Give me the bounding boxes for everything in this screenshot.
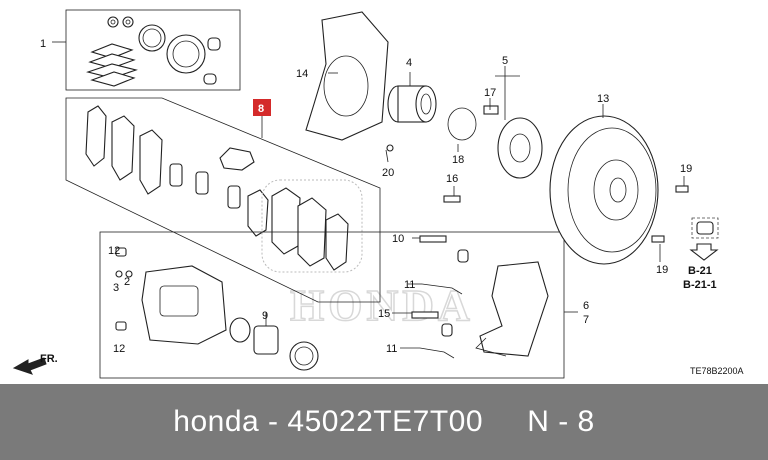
callout-8-highlight: 8 <box>253 99 271 116</box>
honda-watermark: HONDA <box>290 281 474 330</box>
callout-11-upper: 11 <box>404 279 415 291</box>
parts-diagram: HONDA <box>12 9 744 379</box>
callout-12-upper: 12 <box>108 245 120 257</box>
drawing-code: TE78B2200A <box>690 366 744 376</box>
callout-20: 20 <box>382 167 394 179</box>
callout-7: 7 <box>583 314 589 326</box>
callout-1: 1 <box>40 38 46 50</box>
front-direction-arrow-icon <box>12 357 47 375</box>
callout-19-upper: 19 <box>680 163 692 175</box>
part-number-banner: honda - 45022TE7T00 N - 8 <box>0 384 768 460</box>
hub-part-5 <box>483 105 543 179</box>
callout-12-lower: 12 <box>113 343 125 355</box>
caliper-group <box>99 231 578 379</box>
reference-arrow-icon <box>689 243 719 261</box>
callout-3: 3 <box>113 282 119 294</box>
callout-19-lower: 19 <box>656 264 668 276</box>
brake-disc-part-13 <box>549 115 659 265</box>
brake-pad-set-part-8 <box>261 179 363 273</box>
wheel-bearing-part-4 <box>387 85 437 123</box>
snap-ring-part-18 <box>447 107 477 141</box>
callout-5: 5 <box>502 55 508 67</box>
callout-4: 4 <box>406 57 412 69</box>
callout-14: 14 <box>296 68 308 80</box>
seal-kit-group <box>52 9 241 91</box>
front-label: FR. <box>40 353 58 365</box>
callout-10: 10 <box>392 233 404 245</box>
reference-b21: B-21 <box>688 265 712 277</box>
pad-kit-group <box>65 97 381 303</box>
shim-stack <box>86 43 138 87</box>
callout-16: 16 <box>446 173 458 185</box>
callout-17: 17 <box>484 87 496 99</box>
splash-shield-part-14 <box>305 11 394 152</box>
reference-b21-1: B-21-1 <box>683 279 717 291</box>
part-number-text: honda - 45022TE7T00 N - 8 <box>173 405 595 438</box>
callout-9: 9 <box>262 310 268 322</box>
brake-assembly-drawing: HONDA <box>12 9 744 379</box>
callout-15: 15 <box>378 308 390 320</box>
callout-13: 13 <box>597 93 609 105</box>
callout-2: 2 <box>124 276 130 288</box>
callout-11-lower: 11 <box>386 343 397 355</box>
callout-6: 6 <box>583 300 589 312</box>
callout-8: 8 <box>258 103 264 115</box>
callout-18: 18 <box>452 154 464 166</box>
